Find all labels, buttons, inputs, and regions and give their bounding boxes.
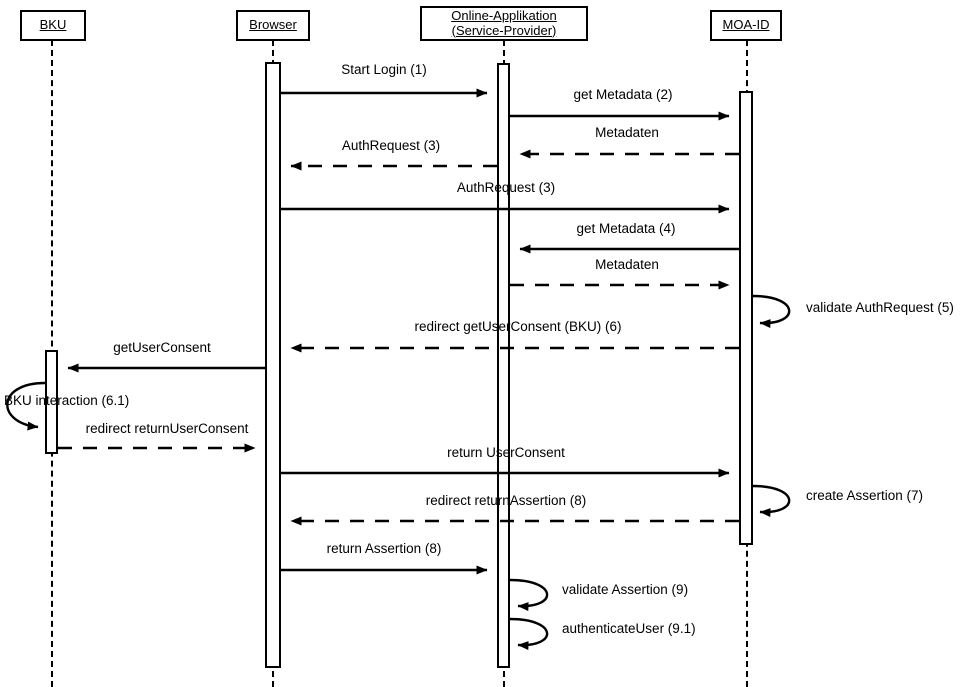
arrow-create-assertion <box>752 484 791 518</box>
message-label-redirect-getuserconsent: redirect getUserConsent (BKU) (6) <box>414 319 622 334</box>
message-label-redirect-returnuserconsent: redirect returnUserConsent <box>85 421 249 436</box>
message-label-authrequest-to-browser: AuthRequest (3) <box>341 138 441 153</box>
message-label-validate-authrequest: validate AuthRequest (5) <box>806 300 954 315</box>
lifeline-label-browser: Browser <box>249 17 297 33</box>
lifeline-label-oa: Online-Applikation (Service-Provider) <box>451 7 557 38</box>
arrow-validate-assertion <box>509 578 549 612</box>
lifeline-head-browser[interactable]: Browser <box>236 10 310 41</box>
message-label-redirect-returnassertion: redirect returnAssertion (8) <box>425 493 587 508</box>
message-label-authrequest-to-moaid: AuthRequest (3) <box>456 180 556 195</box>
message-label-authenticate-user: authenticateUser (9.1) <box>562 621 696 636</box>
message-label-getuserconsent: getUserConsent <box>113 340 211 355</box>
message-label-metadaten-1: Metadaten <box>595 125 659 140</box>
message-label-start-login: Start Login (1) <box>341 62 427 77</box>
activation-bar-browser <box>265 62 281 668</box>
lifeline-head-oa[interactable]: Online-Applikation (Service-Provider) <box>420 6 588 41</box>
message-label-return-assertion: return Assertion (8) <box>326 541 442 556</box>
message-label-get-metadata-2: get Metadata (2) <box>573 87 673 102</box>
message-label-validate-assertion: validate Assertion (9) <box>562 582 689 597</box>
arrow-authenticate-user <box>509 617 549 651</box>
activation-bar-moaid <box>739 91 753 545</box>
lifeline-label-moaid: MOA-ID <box>722 17 770 33</box>
activation-bar-bku <box>45 350 58 454</box>
message-label-create-assertion: create Assertion (7) <box>806 488 924 503</box>
activation-bar-oa <box>497 63 510 668</box>
lifeline-head-moaid[interactable]: MOA-ID <box>710 10 782 41</box>
message-label-get-metadata-4: get Metadata (4) <box>576 221 676 236</box>
lifeline-label-bku: BKU <box>39 17 67 33</box>
lifeline-head-bku[interactable]: BKU <box>20 10 86 41</box>
message-label-metadaten-2: Metadaten <box>595 257 659 272</box>
arrow-validate-authrequest <box>752 294 791 329</box>
message-label-return-userconsent: return UserConsent <box>447 445 565 460</box>
message-label-bku-interaction: BKU interaction (6.1) <box>4 393 130 408</box>
